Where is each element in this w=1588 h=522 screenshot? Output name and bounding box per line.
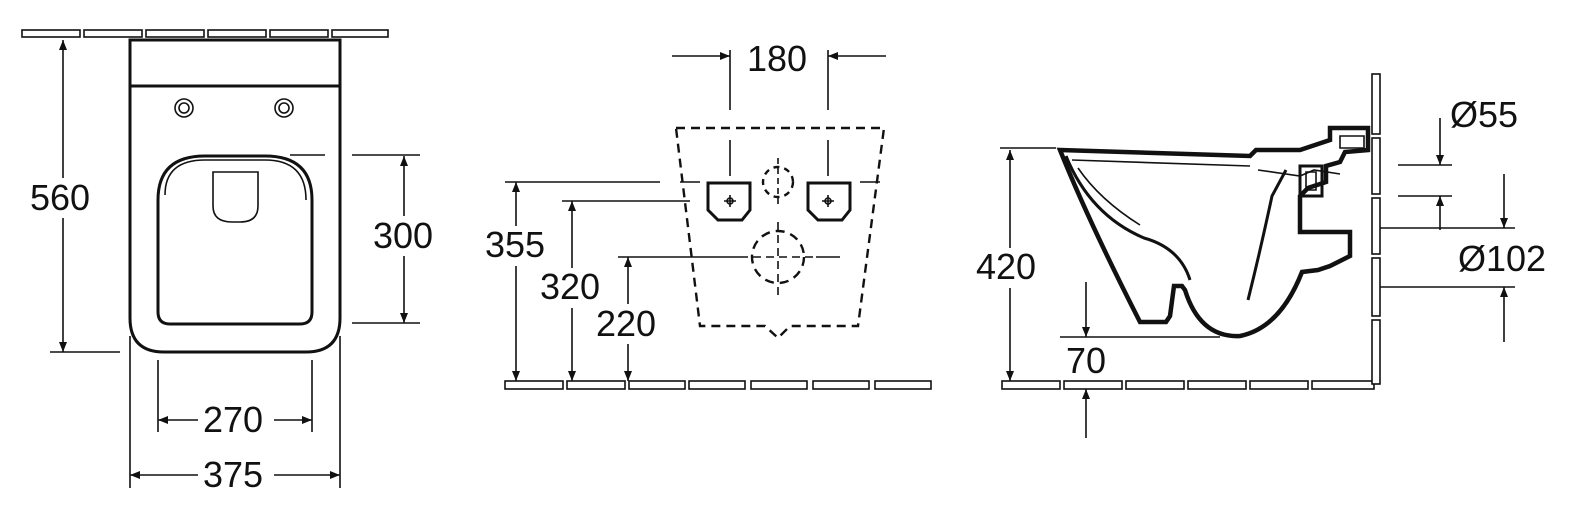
dim-560: 560 bbox=[30, 177, 90, 218]
flush-opening bbox=[212, 171, 259, 223]
bowl-profile bbox=[1056, 125, 1371, 339]
dim-355: 355 bbox=[485, 224, 545, 265]
floor-strip-right bbox=[1001, 380, 1375, 390]
wall-segments bbox=[1371, 73, 1381, 385]
floor-strip-mid bbox=[504, 380, 932, 390]
dim-70: 70 bbox=[1066, 340, 1106, 381]
outlet-circle bbox=[750, 229, 806, 285]
dim-270: 270 bbox=[203, 399, 263, 440]
fixing-bracket-right bbox=[806, 181, 852, 222]
wall-view: 180 355 320 220 bbox=[483, 38, 932, 390]
bowl-back-outline bbox=[674, 126, 886, 340]
dim-420: 420 bbox=[976, 246, 1036, 287]
dim-220: 220 bbox=[596, 303, 656, 344]
inlet-circle bbox=[761, 165, 795, 199]
wall-strip bbox=[21, 29, 389, 38]
dim-diameter-102: Ø102 bbox=[1458, 238, 1546, 279]
dim-diameter-55: Ø55 bbox=[1450, 94, 1518, 135]
top-view: 560 300 270 375 bbox=[21, 29, 442, 495]
inlet-connector bbox=[1298, 164, 1324, 198]
bowl-outline bbox=[128, 38, 342, 354]
dim-300: 300 bbox=[373, 215, 433, 256]
seat-opening bbox=[156, 154, 314, 326]
side-view: 420 70 Ø55 Ø102 bbox=[974, 73, 1556, 438]
fixing-bracket-left bbox=[706, 181, 752, 222]
fixing-hole-left bbox=[174, 98, 194, 118]
fixing-hole-right bbox=[274, 98, 294, 118]
dim-375: 375 bbox=[203, 454, 263, 495]
dim-180: 180 bbox=[747, 38, 807, 79]
dim-320: 320 bbox=[540, 266, 600, 307]
